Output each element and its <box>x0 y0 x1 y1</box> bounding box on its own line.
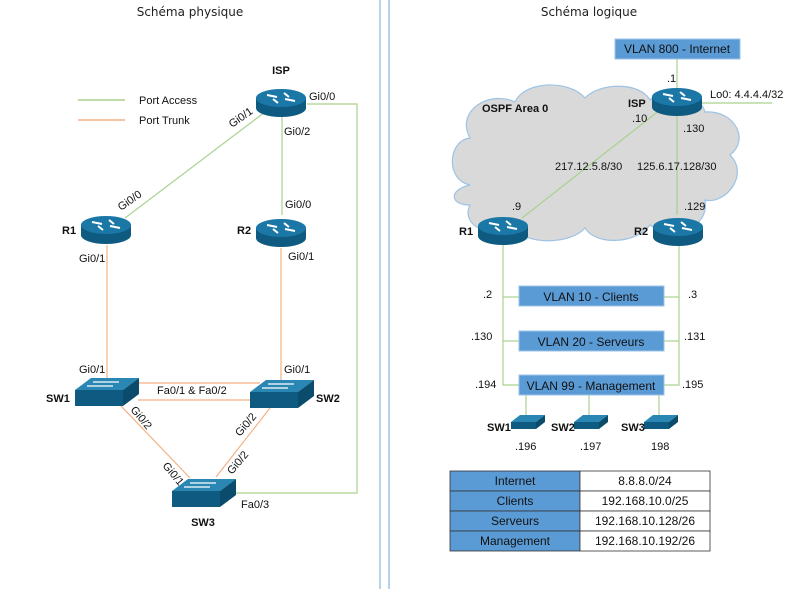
link-isp-sw3 <box>235 103 358 494</box>
addr-isp-loopback: Lo0: 4.4.4.4/32 <box>710 89 783 101</box>
table-row-network: 8.8.8.0/24 <box>618 474 672 488</box>
addr-r2-clients: .3 <box>688 289 697 301</box>
link-r2-trunk <box>664 243 680 386</box>
r1-router-icon[interactable] <box>80 215 132 245</box>
port-sw1-gi01: Gi0/1 <box>79 364 105 376</box>
vlan-internet-label: VLAN 800 - Internet <box>624 42 731 56</box>
addr-sw3-mgmt: 198 <box>651 441 669 453</box>
vlan-internet-box[interactable] <box>614 38 741 60</box>
addr-sw1-mgmt: .196 <box>515 441 536 453</box>
addr-r1-mgmt: .194 <box>475 379 496 391</box>
addr-r2-mgmt: .195 <box>682 379 703 391</box>
link-sw2-sw3 <box>215 407 271 478</box>
table-row-network: 192.168.10.192/26 <box>595 534 695 548</box>
vlan-management-label: VLAN 99 - Management <box>527 379 656 393</box>
r2-logical-router-icon[interactable] <box>652 217 704 247</box>
sw1-switch-icon[interactable] <box>74 377 140 407</box>
logical-title: Schéma logique <box>541 5 637 19</box>
port-isp-gi01: Gi0/1 <box>227 106 255 131</box>
sw1-label: SW1 <box>46 393 70 405</box>
net-isp-r2: 125.6.17.128/30 <box>637 161 717 173</box>
table-row-name: Serveurs <box>491 514 539 528</box>
table-row-network: 192.168.10.128/26 <box>595 514 695 528</box>
vlan-serveurs-label: VLAN 20 - Serveurs <box>538 335 645 349</box>
ospf-area-label: OSPF Area 0 <box>482 103 548 115</box>
addr-r1-isp: .9 <box>512 201 521 213</box>
vlan-management-box[interactable] <box>518 374 665 396</box>
port-r2-gi01: Gi0/1 <box>288 251 314 263</box>
sw1-logical-switch-icon[interactable] <box>511 415 545 429</box>
addr-r2-serveurs: .131 <box>684 331 705 343</box>
vlan-clients-box[interactable] <box>518 285 665 307</box>
link-isp-r1 <box>124 111 266 219</box>
r1-label: R1 <box>62 225 76 237</box>
port-isp-gi00: Gi0/0 <box>309 91 335 103</box>
r1-logical-label: R1 <box>459 226 473 238</box>
sw2-logical-switch-icon[interactable] <box>574 415 608 429</box>
sw3-logical-switch-icon[interactable] <box>644 415 678 429</box>
port-sw1-gi02: Gi0/2 <box>128 404 154 432</box>
addr-r1-clients: .2 <box>483 289 492 301</box>
physical-title: Schéma physique <box>137 5 244 19</box>
legend-access-label: Port Access <box>139 95 198 107</box>
table-cell-network <box>579 530 711 552</box>
link-isp-r1-logical <box>521 109 661 219</box>
port-r2-gi00: Gi0/0 <box>285 199 311 211</box>
link-r1-trunk <box>502 243 519 386</box>
r2-router-icon[interactable] <box>255 218 307 248</box>
isp-router-icon[interactable] <box>255 88 307 118</box>
addr-r2-isp: .129 <box>684 201 705 213</box>
vlan-clients-label: VLAN 10 - Clients <box>543 290 638 304</box>
port-r1-gi01: Gi0/1 <box>79 253 105 265</box>
link-sw1-sw3 <box>119 404 191 479</box>
table-row-name: Clients <box>497 494 534 508</box>
r1-logical-router-icon[interactable] <box>477 216 529 246</box>
r2-label: R2 <box>237 225 251 237</box>
table-row-network: 192.168.10.0/25 <box>602 494 689 508</box>
isp-logical-router-icon[interactable] <box>651 87 703 117</box>
port-sw2-gi01: Gi0/1 <box>284 364 310 376</box>
port-sw3-fa03: Fa0/3 <box>241 499 269 511</box>
sw2-label: SW2 <box>316 393 340 405</box>
port-sw2-gi02: Gi0/2 <box>233 411 259 439</box>
net-isp-r1: 217.12.5.8/30 <box>555 161 622 173</box>
addr-r1-serveurs: .130 <box>471 331 492 343</box>
table-row-name: Internet <box>495 474 536 488</box>
sw3-label: SW3 <box>191 517 215 529</box>
isp-logical-label: ISP <box>628 98 646 110</box>
r2-logical-label: R2 <box>634 226 648 238</box>
sw3-logical-label: SW3 <box>621 422 645 434</box>
legend-trunk-label: Port Trunk <box>139 115 190 127</box>
addr-isp-r1: .10 <box>632 113 647 125</box>
table-row-name: Management <box>480 534 551 548</box>
sw2-logical-label: SW2 <box>551 422 575 434</box>
addr-isp-r2: .130 <box>683 123 704 135</box>
sw2-switch-icon[interactable] <box>249 379 315 409</box>
port-sw3-gi02: Gi0/2 <box>225 449 251 477</box>
addr-isp-internet: .1 <box>667 73 676 85</box>
addr-sw2-mgmt: .197 <box>580 441 601 453</box>
vlan-serveurs-box[interactable] <box>518 330 665 352</box>
port-r1-gi00: Gi0/0 <box>116 189 144 214</box>
sw1-logical-label: SW1 <box>487 422 511 434</box>
isp-label: ISP <box>272 65 290 77</box>
port-isp-gi02: Gi0/2 <box>284 126 310 138</box>
port-sw1-sw2: Fa0/1 & Fa0/2 <box>157 385 227 397</box>
